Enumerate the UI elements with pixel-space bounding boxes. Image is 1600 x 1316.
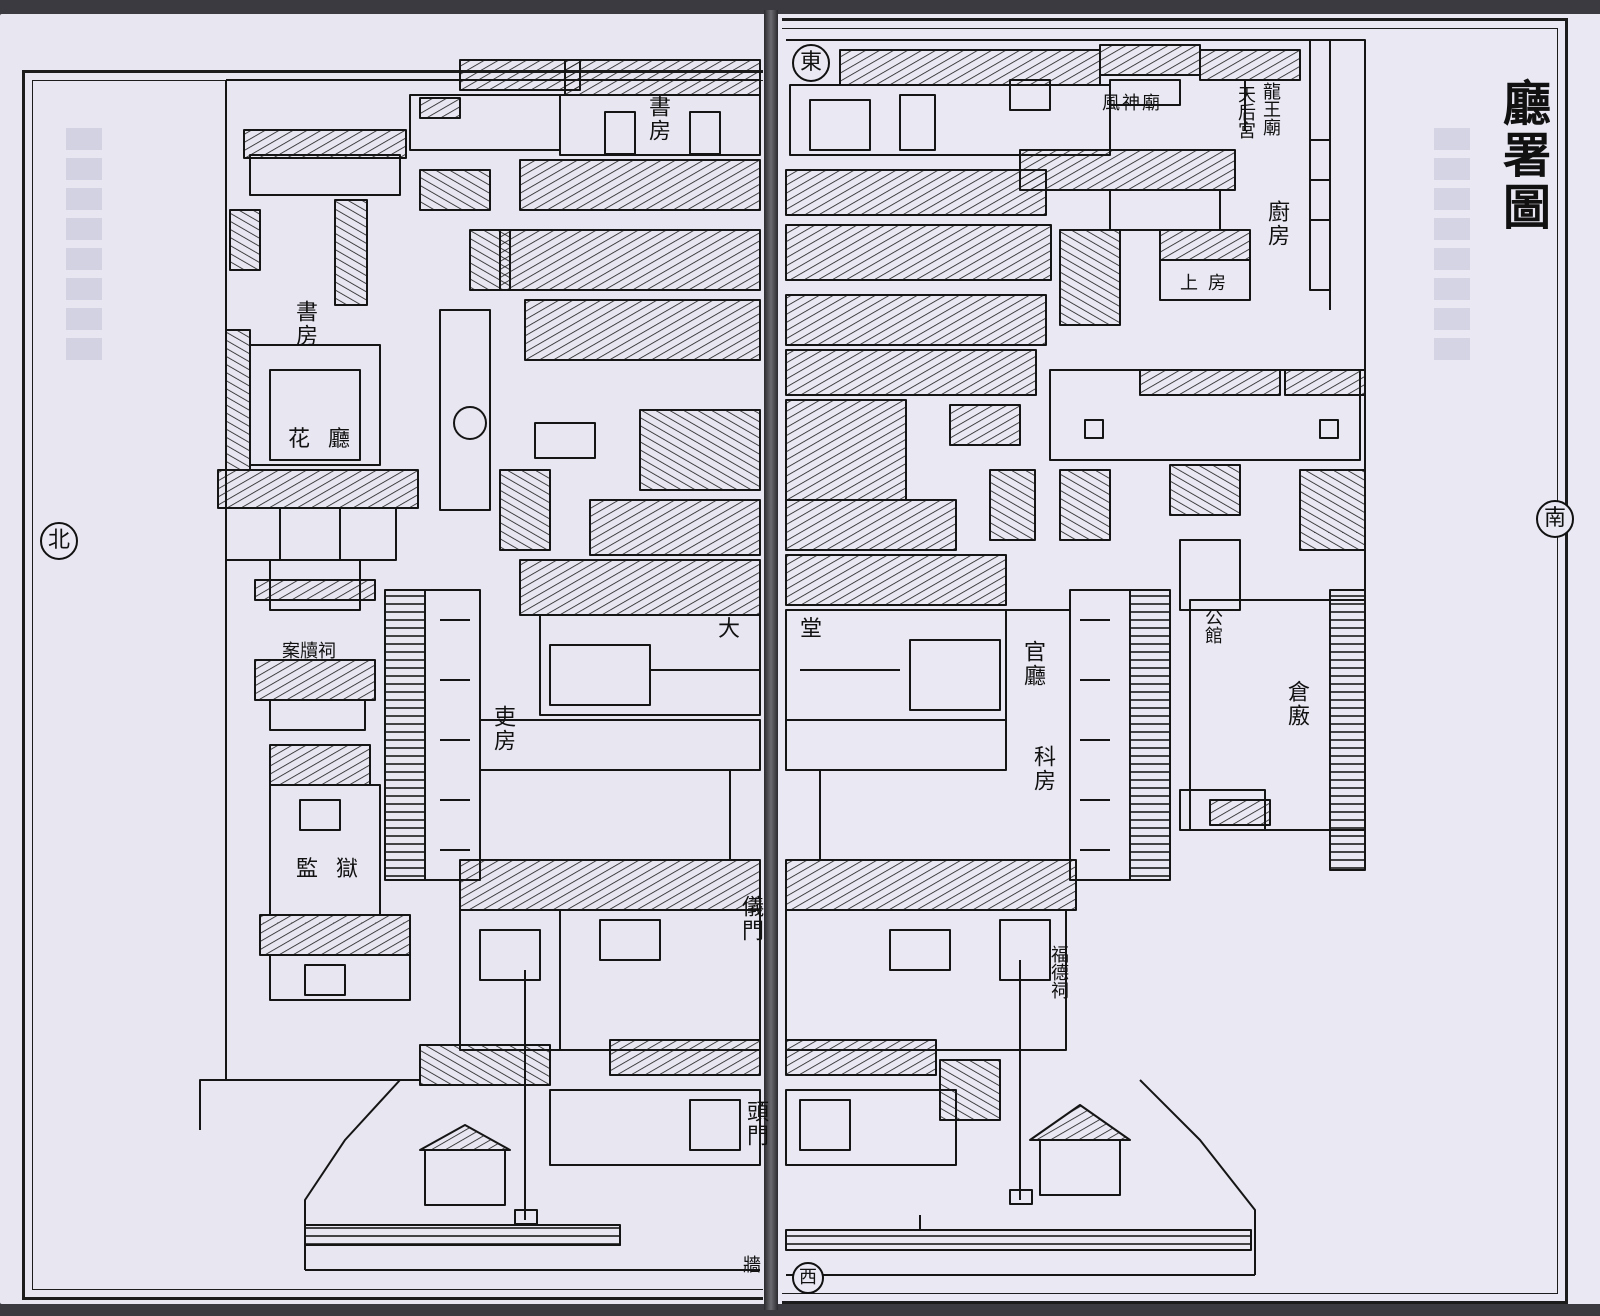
label-chufang: 廚房 xyxy=(1264,200,1289,248)
label-datang: 大堂 xyxy=(718,617,883,642)
label-liufang: 吏房 xyxy=(490,705,515,753)
label-guanting: 官廳 xyxy=(1020,640,1045,688)
map-title: 廳署圖 xyxy=(1494,78,1550,234)
label-tianhougong: 天后宮 xyxy=(1235,85,1256,139)
label-keifang: 科房 xyxy=(1030,745,1055,793)
label-fengshenmiao: 風神廟 xyxy=(1102,93,1162,114)
right-page-frame xyxy=(782,18,1568,1304)
label-canggu: 倉廒 xyxy=(1284,680,1309,728)
label-longwangmiao: 龍王廟 xyxy=(1260,82,1281,136)
compass-south: 南 xyxy=(1536,500,1574,538)
label-shufang-top: 書房 xyxy=(645,95,670,143)
compass-west: 西 xyxy=(792,1262,824,1294)
label-huating: 花廳 xyxy=(288,427,369,452)
bleed-through-text-right xyxy=(1434,120,1470,360)
label-qiang: 牆 xyxy=(740,1255,761,1273)
label-yimen: 儀門 xyxy=(738,895,763,943)
compass-north: 北 xyxy=(40,522,78,560)
label-shufang-left: 書房 xyxy=(292,300,317,348)
label-shangfang: 上房 xyxy=(1180,273,1236,294)
label-fudeci: 福德祠 xyxy=(1048,945,1069,999)
label-andu-ci: 案牘祠 xyxy=(282,641,336,662)
label-gongguan: 公館 xyxy=(1202,608,1223,644)
bleed-through-text xyxy=(66,120,102,360)
label-jianyu: 監獄 xyxy=(296,857,377,882)
book-gutter xyxy=(764,10,778,1310)
compass-east: 東 xyxy=(792,44,830,82)
label-toumen: 頭門 xyxy=(743,1100,768,1148)
